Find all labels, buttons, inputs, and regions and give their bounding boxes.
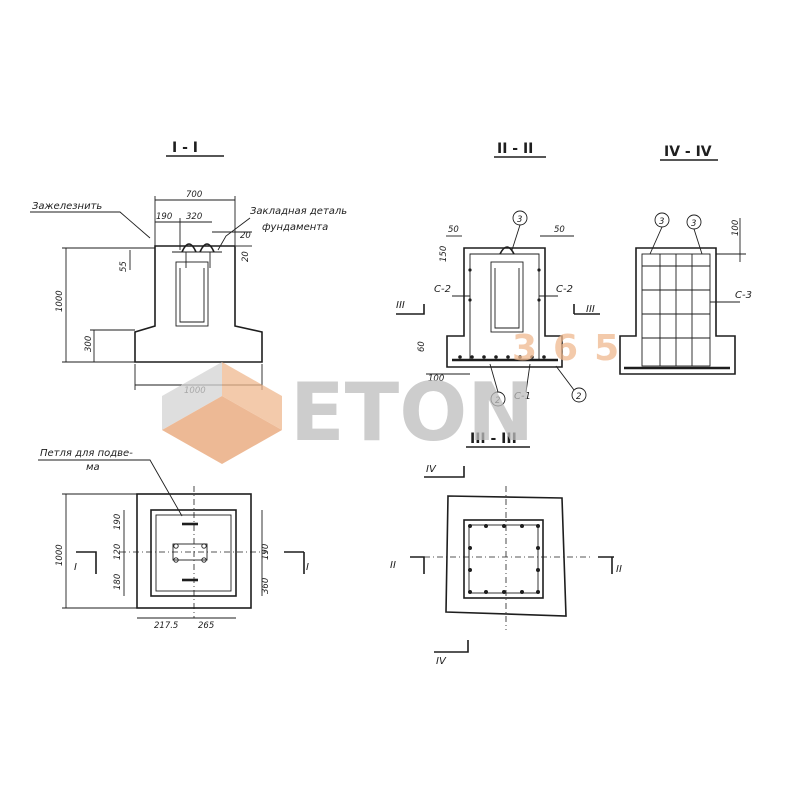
callout-2a: 2: [495, 396, 500, 406]
plan-view-3: III - III IV IV II II: [390, 431, 622, 667]
plan-dim-1000: 1000: [55, 544, 65, 566]
watermark-number: 365: [512, 328, 635, 369]
plan-dim-120: 120: [113, 544, 123, 560]
plan-view-1: Петля для подве- ма 1000 190 120 180 190…: [38, 448, 309, 631]
mark-2-left: II: [390, 560, 396, 571]
section-4-4-title: IV - IV: [664, 144, 712, 160]
callout-2b: 2: [576, 392, 581, 402]
dim-60: 60: [417, 341, 427, 352]
watermark-brand: ETON: [290, 366, 534, 459]
dim-20b: 20: [241, 251, 251, 262]
label-zakladnaya: Закладная деталь: [250, 206, 347, 217]
mark-4-bottom: IV: [436, 656, 447, 667]
rebar-dots: [458, 268, 546, 359]
plan-dim-360: 360: [261, 578, 271, 594]
label-fundamenta: фундамента: [262, 222, 328, 233]
watermark: ETON 365: [162, 328, 635, 464]
mark-3-right: III: [586, 304, 595, 315]
dim-100b: 100: [731, 220, 741, 236]
dim-150: 150: [439, 246, 449, 262]
foundation-profile: [134, 245, 263, 363]
mark-c2-left: С-2: [434, 284, 451, 295]
mark-c3: С-3: [735, 290, 752, 301]
section-3-3-title: III - III: [470, 431, 517, 447]
callout-3-s4a: 3: [659, 217, 664, 227]
watermark-logo-icon: [162, 362, 282, 464]
mark-c1: С-1: [514, 391, 531, 402]
section-2-2-title: II - II: [497, 141, 533, 157]
dim-320: 320: [186, 212, 202, 222]
dim-50a: 50: [448, 225, 459, 235]
label-ma: ма: [86, 462, 100, 473]
mark-c2-right: С-2: [556, 284, 573, 295]
plan-dim-265: 265: [198, 621, 214, 631]
plan3-rebar-dots: [468, 524, 540, 594]
plan-dim-2175: 217.5: [154, 621, 178, 631]
dim-100: 100: [428, 374, 444, 384]
section-1-1: I - I Зажелезнить Закладная деталь фунда…: [30, 140, 347, 396]
dim-190: 190: [156, 212, 172, 222]
section-4-4: IV - IV 3 3 100 С-3: [619, 144, 752, 375]
mark-2-right: II: [616, 564, 622, 575]
dim-300: 300: [84, 336, 94, 352]
dim-700: 700: [186, 190, 202, 200]
mark-3-left: III: [396, 300, 405, 311]
section-1-1-title: I - I: [172, 140, 198, 156]
callout-3-s2: 3: [517, 215, 522, 225]
mark-1-right: I: [306, 562, 309, 573]
label-petlya: Петля для подве-: [40, 448, 133, 459]
mesh-lines: [642, 254, 710, 366]
plan-dim-180: 180: [113, 574, 123, 590]
label-zazheleznit: Зажелезнить: [32, 201, 102, 212]
section-2-2: II - II 3 50 50 150 60 100 С-2: [396, 141, 600, 407]
dim-50b: 50: [554, 225, 565, 235]
dim-55: 55: [119, 261, 129, 272]
dim-20a: 20: [240, 231, 251, 241]
mark-1-left: I: [74, 562, 77, 573]
mark-4-top: IV: [426, 464, 437, 475]
callout-3-s4b: 3: [691, 219, 696, 229]
plan-dim-190: 190: [113, 514, 123, 530]
dim-1000-vertical: 1000: [55, 290, 65, 312]
plan-dim-190b: 190: [261, 544, 271, 560]
